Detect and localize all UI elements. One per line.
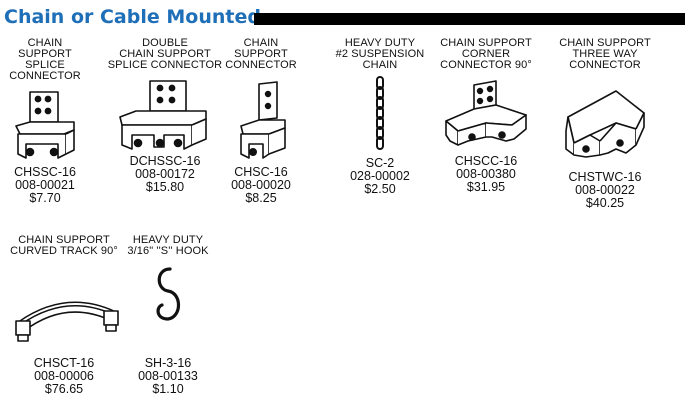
product-chssc-16[interactable]: CHAIN SUPPORT SPLICE CONNECTOR CHSSC-16 …	[0, 38, 90, 205]
product-price: $76.65	[44, 382, 84, 396]
product-sku: CHSCT-16	[33, 356, 95, 370]
product-part-number: 008-00380	[456, 167, 516, 181]
header-divider-bar	[254, 13, 685, 25]
curved-track-icon	[15, 301, 119, 342]
product-part-number: 028-00002	[350, 169, 410, 183]
product-chsc-16[interactable]: CHAIN SUPPORT CONNECTOR CHSC-16 008-0002…	[216, 38, 306, 205]
page-header: Chain or Cable Mounted	[4, 4, 685, 30]
product-name: CHAIN SUPPORT SPLICE CONNECTOR	[9, 37, 81, 82]
product-price: $40.25	[585, 196, 625, 210]
corner-connector-icon	[445, 80, 527, 146]
connector-icon	[240, 81, 286, 159]
three-way-connector-icon	[565, 90, 645, 158]
product-sku: SH-3-16	[144, 356, 192, 370]
product-name: DOUBLE CHAIN SUPPORT SPLICE CONNECTOR	[107, 37, 223, 71]
double-splice-connector-icon	[119, 80, 207, 150]
product-sc-2[interactable]: HEAVY DUTY #2 SUSPENSION CHAIN SC-2 028-…	[330, 38, 430, 196]
product-price: $31.95	[466, 180, 506, 194]
product-price: $7.70	[29, 191, 61, 205]
product-name: CHAIN SUPPORT CURVED TRACK 90°	[10, 234, 118, 257]
product-sh-3-16[interactable]: HEAVY DUTY 3/16" ''S'' HOOK SH-3-16 008-…	[118, 235, 218, 396]
product-sku: CHSCC-16	[454, 154, 518, 168]
product-price: $2.50	[364, 182, 396, 196]
product-part-number: 008-00020	[231, 178, 291, 192]
product-sku: DCHSSC-16	[129, 154, 201, 168]
product-price: $8.25	[245, 191, 277, 205]
product-part-number: 008-00021	[15, 178, 75, 192]
product-sku: CHSSC-16	[14, 165, 76, 179]
product-name: CHAIN SUPPORT CONNECTOR	[225, 37, 297, 71]
product-name: CHAIN SUPPORT CORNER CONNECTOR 90°	[440, 37, 532, 71]
splice-connector-icon	[15, 91, 75, 159]
product-part-number: 008-00172	[135, 167, 195, 181]
product-part-number: 008-00006	[34, 369, 94, 383]
page-title: Chain or Cable Mounted	[4, 6, 261, 28]
product-part-number: 008-00022	[575, 183, 635, 197]
product-name: HEAVY DUTY 3/16" ''S'' HOOK	[127, 234, 209, 257]
product-chstwc-16[interactable]: CHAIN SUPPORT THREE WAY CONNECTOR CHSTWC…	[540, 38, 670, 210]
suspension-chain-icon	[376, 76, 384, 150]
product-sku: SC-2	[365, 156, 395, 170]
product-price: $1.10	[152, 382, 184, 396]
product-sku: CHSC-16	[234, 165, 288, 179]
product-dchssc-16[interactable]: DOUBLE CHAIN SUPPORT SPLICE CONNECTOR DC…	[106, 38, 224, 194]
s-hook-icon	[156, 267, 181, 321]
product-name: HEAVY DUTY #2 SUSPENSION CHAIN	[335, 37, 425, 71]
product-sku: CHSTWC-16	[568, 170, 642, 184]
product-part-number: 008-00133	[138, 369, 198, 383]
product-price: $15.80	[145, 180, 185, 194]
product-chscc-16[interactable]: CHAIN SUPPORT CORNER CONNECTOR 90° CHSCC…	[436, 38, 536, 194]
product-name: CHAIN SUPPORT THREE WAY CONNECTOR	[559, 37, 651, 71]
product-chsct-16[interactable]: CHAIN SUPPORT CURVED TRACK 90° CHSCT-16 …	[4, 235, 124, 396]
